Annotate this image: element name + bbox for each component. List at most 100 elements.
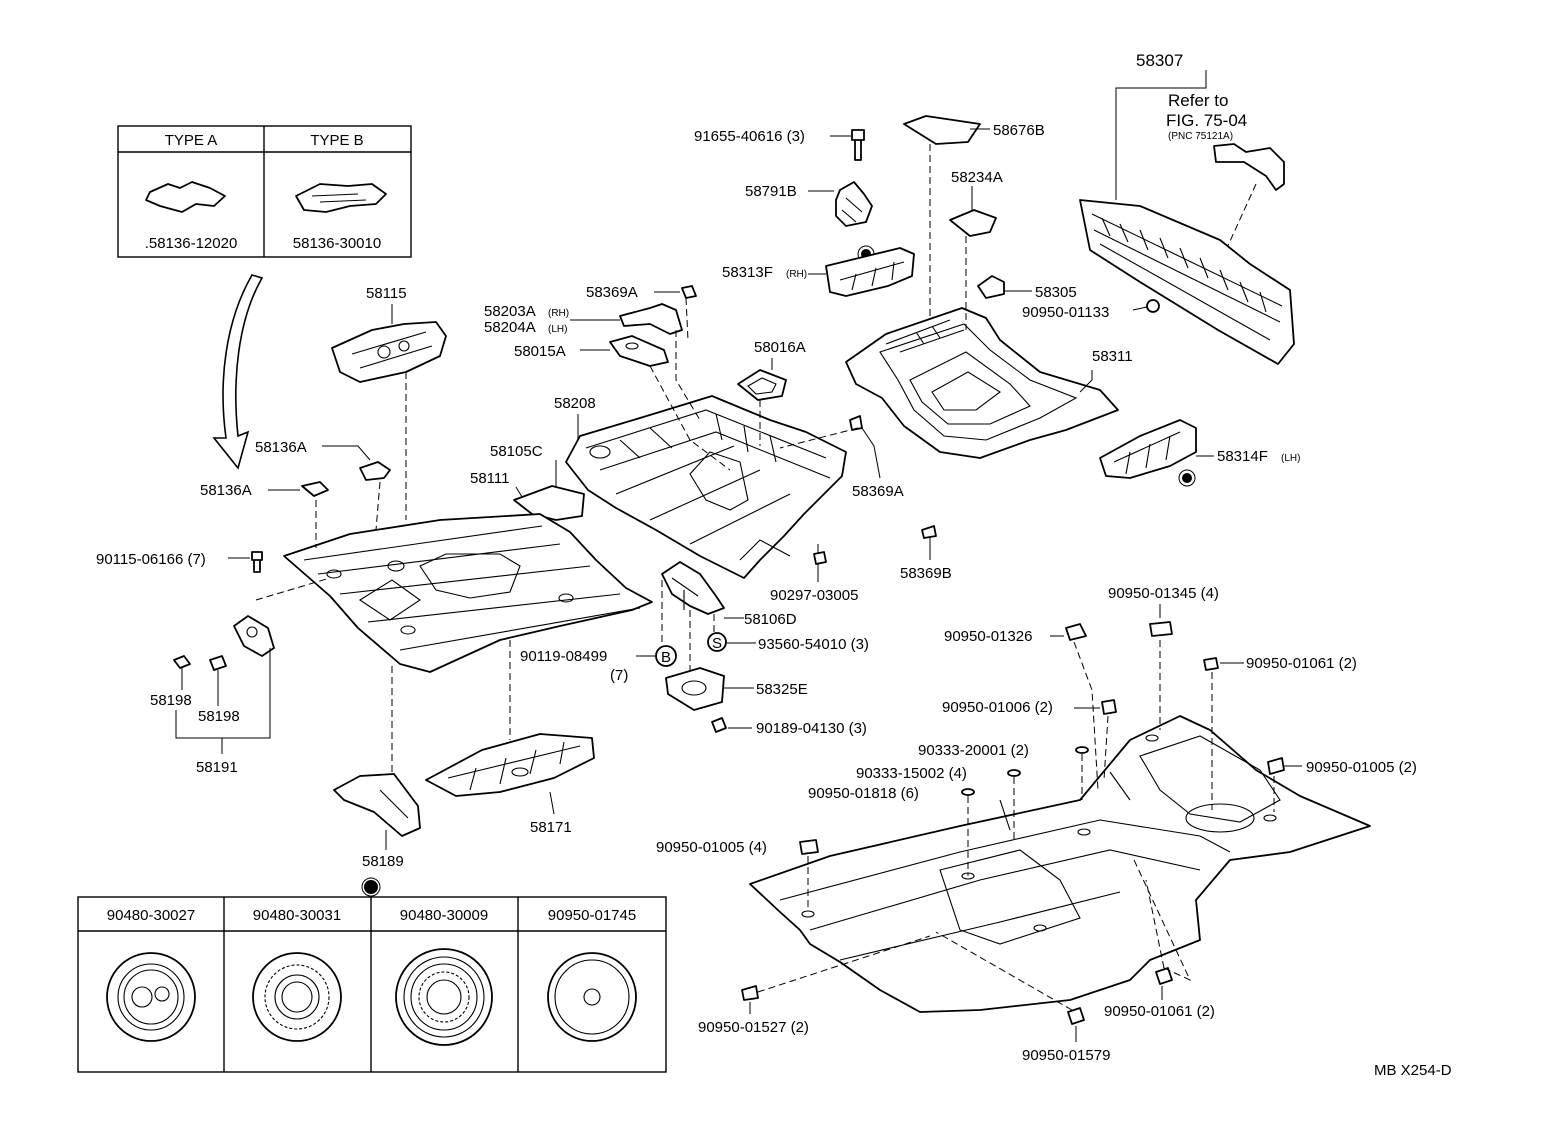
- label-58016A: 58016A: [754, 339, 806, 356]
- bracket-58791B-drawing: [835, 181, 873, 227]
- label-58204A: 58204A: [484, 319, 536, 336]
- floor-58208-drawing: [565, 395, 847, 579]
- label-58136A-2: 58136A: [200, 482, 252, 499]
- right-brackets: 58369A 58369B: [849, 415, 952, 582]
- cover-58676B-drawing: [903, 115, 981, 145]
- curved-arrow: [212, 274, 264, 470]
- label-90115-06166: 90115-06166 (7): [96, 551, 206, 568]
- label-90333-15002: 90333-15002 (4): [856, 765, 967, 782]
- badge-90119: [655, 645, 677, 667]
- bolt-91655-drawing: [851, 129, 865, 161]
- label-90950-01326: 90950-01326: [944, 628, 1032, 645]
- label-90950-01061-b: 90950-01061 (2): [1104, 1003, 1215, 1020]
- label-90950-01133: 90950-01133: [1022, 304, 1109, 321]
- label-58676B: 58676B: [993, 122, 1045, 139]
- label-90950-01818: 90950-01818 (6): [808, 785, 919, 802]
- label-58106D: 58106D: [744, 611, 797, 628]
- plug-header-3: 90480-30009: [400, 907, 488, 924]
- plug-drawing-4: [547, 952, 637, 1042]
- refer-part-number: 58307: [1136, 51, 1183, 70]
- label-90333-20001: 90333-20001 (2): [918, 742, 1029, 759]
- label-58325E: 58325E: [756, 681, 808, 698]
- badge-90119-letter: B: [661, 649, 671, 666]
- plug-header-4: 90950-01745: [548, 907, 636, 924]
- label-58203A: 58203A: [484, 303, 536, 320]
- member-58314F-group: 58314F (LH): [1099, 419, 1300, 487]
- spare-pan-group: 58311: [845, 307, 1133, 459]
- label-90950-01345: 90950-01345 (4): [1108, 585, 1219, 602]
- type-b-part-number: 58136-30010: [293, 235, 381, 252]
- label-58314F: 58314F: [1217, 448, 1268, 465]
- label-58171: 58171: [530, 819, 572, 836]
- bracket-58106D-drawing: [661, 561, 725, 615]
- label-58305: 58305: [1035, 284, 1077, 301]
- label-58313F: 58313F: [722, 264, 773, 281]
- plug-header-2: 90480-30031: [253, 907, 341, 924]
- refer-figure: FIG. 75-04: [1166, 111, 1247, 130]
- rear-panel-drawing: [1079, 199, 1295, 365]
- label-58198-2: 58198: [198, 708, 240, 725]
- label-90950-01061-a: 90950-01061 (2): [1246, 655, 1357, 672]
- label-58204A-side: (LH): [548, 324, 567, 335]
- plug-drawing-2: [252, 952, 342, 1042]
- label-58369A-right: 58369A: [852, 483, 904, 500]
- marker-58314F: [1182, 473, 1192, 483]
- label-90119-qty: (7): [610, 667, 628, 684]
- label-90119-08499: 90119-08499: [520, 648, 607, 665]
- label-93560-54010: 93560-54010 (3): [758, 636, 869, 653]
- plug-header-1: 90480-30027: [107, 907, 195, 924]
- member-58171-drawing: [425, 733, 595, 797]
- floor-lower-drawing: [749, 715, 1371, 1013]
- rear-bracket-drawing: [1213, 143, 1285, 191]
- label-91655-40616: 91655-40616 (3): [694, 128, 805, 145]
- left-parts: 58115 58136A 58136A 58105C 58111 90115-0…: [96, 285, 653, 870]
- center-lower-parts: 58106D 90297-03005 S 93560-54010 (3) 901…: [520, 544, 869, 737]
- bracket-58189-drawing: [333, 773, 421, 837]
- bracket-58234A-drawing: [949, 209, 997, 237]
- panel-58115-drawing: [331, 321, 447, 383]
- member-58314F-drawing: [1099, 419, 1197, 479]
- label-58369A-top: 58369A: [586, 284, 638, 301]
- lower-right-floor: 90950-01345 (4) 90950-01326 90950-01061 …: [656, 585, 1417, 1064]
- label-58314F-side: (LH): [1281, 453, 1300, 464]
- label-58198-1: 58198: [150, 692, 192, 709]
- plug-table: 90480-30027 90480-30031 90480-30009 9095…: [77, 877, 667, 1073]
- label-58136A-1: 58136A: [255, 439, 307, 456]
- plate-58016A-drawing: [737, 369, 787, 401]
- bracket-58305-drawing: [977, 275, 1005, 299]
- label-58115: 58115: [366, 285, 407, 302]
- refer-text: Refer to: [1168, 91, 1228, 110]
- label-58208: 58208: [554, 395, 596, 412]
- plug-drawing-1: [106, 952, 196, 1042]
- bracket-58203A-drawing: [619, 303, 683, 335]
- label-58369B: 58369B: [900, 565, 952, 582]
- plate-58015A-drawing: [609, 335, 669, 367]
- label-58313F-side: (RH): [786, 269, 807, 280]
- label-58189: 58189: [362, 853, 404, 870]
- badge-93560-letter: S: [712, 635, 722, 652]
- type-a-header: TYPE A: [165, 132, 218, 149]
- label-58203A-side: (RH): [548, 308, 569, 319]
- label-58191: 58191: [196, 759, 238, 776]
- refer-pnc: (PNC 75121A): [1168, 131, 1233, 142]
- type-table: TYPE A TYPE B .58136-12020 58136-30010: [117, 125, 412, 258]
- label-58015A: 58015A: [514, 343, 566, 360]
- label-58111: 58111: [470, 470, 510, 487]
- pan-58311-drawing: [845, 307, 1119, 459]
- label-90950-01527: 90950-01527 (2): [698, 1019, 809, 1036]
- type-a-part-number: .58136-12020: [145, 235, 238, 252]
- label-90950-01005-r: 90950-01005 (2): [1306, 759, 1417, 776]
- label-90950-01006: 90950-01006 (2): [942, 699, 1053, 716]
- plate-58325E-drawing: [665, 667, 725, 711]
- label-90297-03005: 90297-03005: [770, 587, 858, 604]
- label-90950-01579: 90950-01579: [1022, 1047, 1110, 1064]
- label-90189-04130: 90189-04130 (3): [756, 720, 867, 737]
- type-a-pad-drawing: [145, 181, 226, 213]
- rear-panel-group: 58307 Refer to FIG. 75-04 (PNC 75121A) 9…: [1022, 51, 1295, 365]
- plug-drawing-3: [395, 948, 493, 1046]
- label-90950-01005-l: 90950-01005 (4): [656, 839, 767, 856]
- label-58311: 58311: [1092, 348, 1133, 365]
- type-b-pad-drawing: [295, 183, 387, 213]
- top-small-parts: 91655-40616 (3) 58676B 58791B 58313F (RH…: [694, 115, 1077, 301]
